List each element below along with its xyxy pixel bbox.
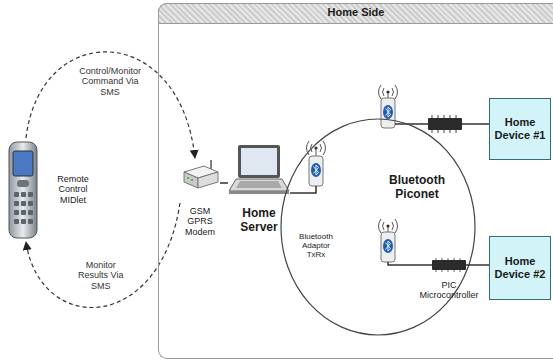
wire: [388, 262, 418, 265]
laptop-icon: [238, 145, 280, 178]
node-label: Bluetooth Piconet: [375, 174, 459, 202]
sms-arc: [26, 203, 180, 308]
bluetooth-module: [388, 227, 389, 232]
modem-icon: [198, 172, 218, 188]
chip-symbol: [428, 115, 462, 133]
chip-symbol: [428, 118, 462, 130]
phone-icon: [21, 210, 26, 215]
label-holder: Home Side: [158, 6, 553, 19]
pic-icon: [418, 258, 480, 272]
phone-node: Remote Control MIDlet: [6, 138, 98, 242]
label-holder: Remote Control MIDlet: [48, 174, 98, 205]
modem-icon: [180, 158, 220, 192]
phone-icon: [14, 192, 19, 197]
phone-icon: [14, 201, 19, 206]
modem-node: GSM GPRS Modem: [180, 158, 220, 242]
bluetooth-module: [386, 241, 391, 251]
pic-icon: [418, 264, 432, 266]
phone-icon: [21, 219, 26, 224]
laptop-icon: [228, 143, 290, 199]
bluetooth-module: [383, 105, 393, 119]
adaptor-icon: [314, 165, 319, 175]
modem-icon: [187, 177, 189, 179]
pic-node: PIC Microcontroller: [418, 258, 480, 326]
modem-icon: [184, 172, 198, 188]
phone-icon: [13, 151, 33, 176]
node-label: GSM GPRS Modem: [178, 206, 222, 237]
laptop-icon: [229, 179, 289, 191]
label-holder: Bluetooth Adaptor TxRx: [297, 232, 335, 260]
adaptor-icon: [309, 156, 323, 186]
ellipse-icon: [281, 119, 475, 335]
edge-label-holder: Control/Monitor Command Via SMS: [78, 66, 142, 97]
node-label: Bluetooth Adaptor TxRx: [297, 232, 335, 260]
bluetooth-module: [381, 232, 395, 262]
ellipse-icon: [280, 118, 476, 336]
edge-label: Control/Monitor Command Via SMS: [78, 66, 142, 97]
link-line: [220, 182, 228, 184]
device-box: Home Device #1: [489, 98, 551, 160]
edge-label: Monitor Results Via SMS: [76, 260, 126, 291]
node-label: PIC Microcontroller: [418, 280, 480, 301]
phone-icon: [6, 140, 40, 240]
phone-icon: [17, 180, 29, 187]
edge-label-holder: Monitor Results Via SMS: [76, 260, 126, 291]
server-node: Home Server: [228, 143, 290, 243]
link-line: [480, 264, 489, 266]
phone-icon: [28, 219, 33, 224]
chip-symbol: [432, 115, 456, 133]
bluetooth-module: [379, 219, 398, 262]
bluetooth-module: [386, 107, 391, 117]
bluetooth-module: [388, 93, 389, 98]
device-label: Home Device #1: [493, 116, 547, 141]
laptop-icon: [229, 191, 289, 194]
phone-icon: [21, 192, 26, 197]
device-box: Home Device #2: [489, 236, 551, 300]
adaptor-icon: [316, 149, 317, 156]
phone-icon: [9, 142, 37, 238]
modem-icon: [191, 179, 193, 181]
phone-icon: [6, 140, 40, 240]
bluetooth-module: [381, 98, 395, 128]
label-holder: Home Server: [228, 207, 290, 235]
adaptor-node: Bluetooth Adaptor TxRx: [297, 140, 335, 268]
adaptor-icon: [297, 140, 335, 194]
adaptor-icon: [311, 163, 321, 177]
pic-icon: [432, 260, 466, 270]
label-holder: GSM GPRS Modem: [178, 206, 222, 237]
piconet-circle: Bluetooth PiconetBluetooth Adaptor TxRx: [280, 118, 476, 336]
home-side-panel: Home SideGSM GPRS ModemHome ServerBlueto…: [158, 3, 553, 359]
label-holder: Bluetooth Piconet: [375, 174, 459, 202]
adaptor-icon: [307, 141, 326, 155]
phone-icon: [21, 201, 26, 206]
bluetooth-module: [379, 85, 398, 128]
phone-icon: [14, 219, 19, 224]
adaptor-icon: [297, 140, 335, 194]
node-label: Remote Control MIDlet: [48, 174, 98, 205]
adaptor-icon: [297, 186, 316, 193]
pic-icon: [466, 264, 480, 266]
pic-icon: [418, 258, 480, 272]
laptop-icon: [236, 181, 282, 188]
label-holder: PIC Microcontroller: [418, 280, 480, 301]
device-label: Home Device #2: [493, 255, 547, 280]
bluetooth-module: [379, 85, 398, 99]
phone-icon: [28, 192, 33, 197]
link-line: [290, 192, 297, 194]
node-label: Home Server: [228, 207, 290, 235]
phone-icon: [28, 201, 33, 206]
phone-icon: [14, 210, 19, 215]
modem-icon: [180, 158, 220, 192]
bluetooth-module: [379, 219, 398, 233]
bluetooth-module: [383, 239, 393, 253]
phone-icon: [28, 210, 33, 215]
sms-arc: [26, 52, 195, 158]
ellipse-icon: [280, 118, 476, 336]
laptop-icon: [241, 148, 277, 175]
laptop-icon: [228, 143, 290, 199]
node-label: Home Side: [158, 6, 553, 19]
